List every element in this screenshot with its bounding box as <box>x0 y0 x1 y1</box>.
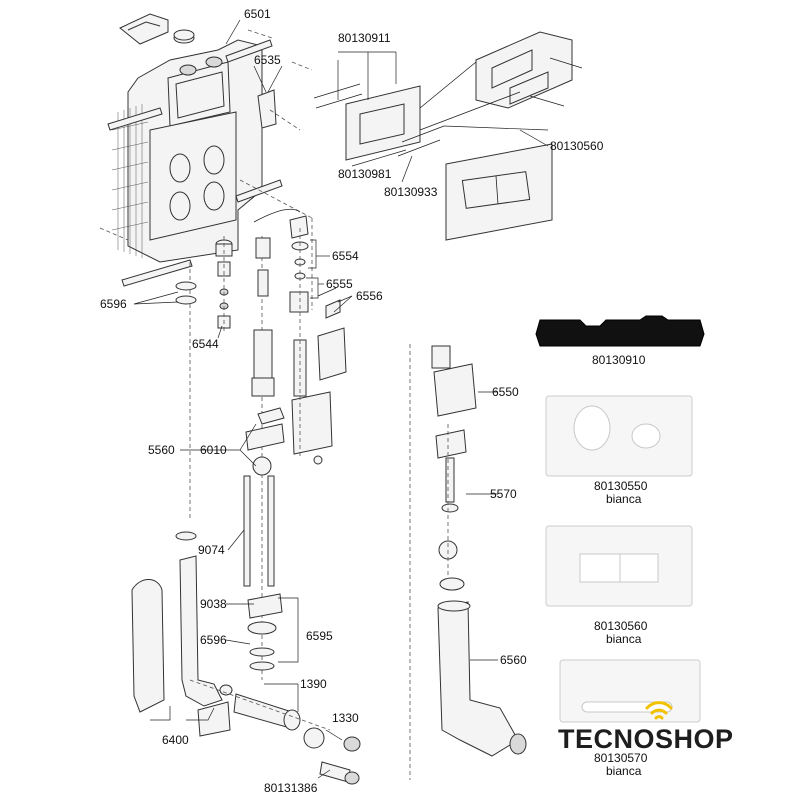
leader-lines <box>133 19 549 779</box>
label-80130911: 80130911 <box>338 31 391 45</box>
label-6596-upper: 6596 <box>100 297 127 311</box>
flush-plate-80130560 <box>545 525 693 607</box>
label-9038: 9038 <box>200 597 227 611</box>
label-6560: 6560 <box>500 653 527 667</box>
label-80130933: 80130933 <box>384 185 438 199</box>
label-6010: 6010 <box>200 443 227 457</box>
label-6595: 6595 <box>306 629 333 643</box>
label-80130560-color: bianca <box>606 632 642 646</box>
label-1390: 1390 <box>300 677 327 691</box>
label-6596-lower: 6596 <box>200 633 227 647</box>
label-6544: 6544 <box>192 337 219 351</box>
label-80130550: 80130550 <box>594 479 648 493</box>
label-1330: 1330 <box>332 711 359 725</box>
cistern-frame <box>99 13 313 520</box>
label-6550: 6550 <box>492 385 519 399</box>
label-80130550-color: bianca <box>606 492 642 506</box>
valve-column <box>431 345 527 757</box>
label-80130570-color: bianca <box>606 764 642 778</box>
valve-stack <box>215 236 233 332</box>
label-6554: 6554 <box>332 249 359 263</box>
drain-pipes <box>131 531 361 785</box>
label-5560: 5560 <box>148 443 175 457</box>
plate-frame-assembly <box>313 31 583 241</box>
label-80130981: 80130981 <box>338 167 392 181</box>
o-rings-upper <box>175 281 197 305</box>
label-6555: 6555 <box>326 277 353 291</box>
label-6400: 6400 <box>162 733 189 747</box>
label-6501: 6501 <box>244 7 271 21</box>
label-9074: 9074 <box>198 543 225 557</box>
flush-plate-80130570 <box>559 659 701 723</box>
label-80130570: 80130570 <box>594 751 648 765</box>
label-80130560-top: 80130560 <box>550 139 604 153</box>
wifi-signal-icon <box>645 701 673 720</box>
label-6535: 6535 <box>254 53 281 67</box>
logo-text: TECNOSHOP <box>558 724 734 754</box>
flush-valve-assembly <box>243 236 285 680</box>
label-80130560: 80130560 <box>594 619 648 633</box>
label-80130910: 80130910 <box>592 353 646 367</box>
label-6556: 6556 <box>356 289 383 303</box>
fill-valve-assembly <box>253 208 347 465</box>
flush-plate-80130550 <box>545 395 693 477</box>
tecnoshop-logo: TECNOSHOP <box>558 701 768 758</box>
black-gasket <box>535 315 705 347</box>
label-5570: 5570 <box>490 487 517 501</box>
label-80131386: 80131386 <box>264 781 318 795</box>
